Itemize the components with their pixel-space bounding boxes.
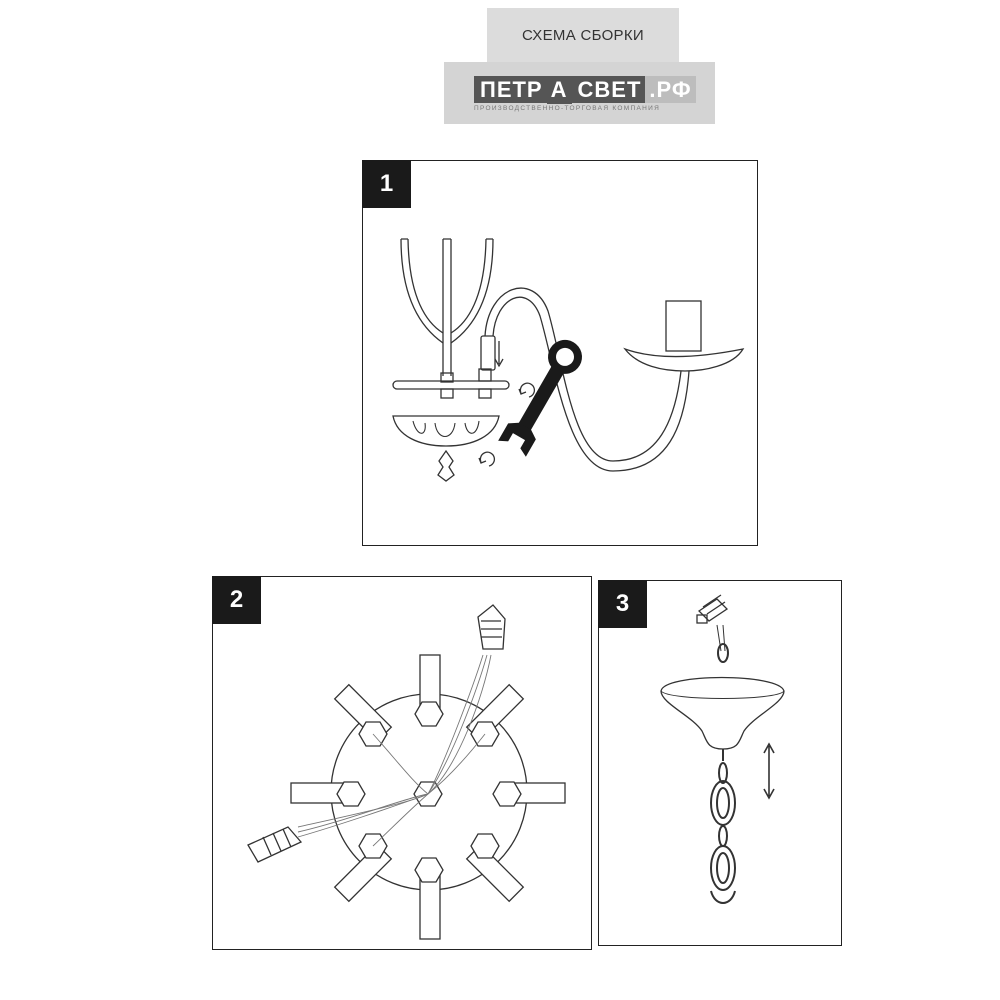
finial (437, 449, 455, 482)
assembly-scheme-title: СХЕМА СБОРКИ (487, 8, 679, 62)
step-3-illustration (660, 594, 785, 904)
center-stem (442, 238, 452, 376)
terminal-block-icon (696, 594, 729, 624)
down-arrow-icon (494, 341, 504, 368)
wrench-icon (498, 339, 582, 457)
brand-logo-part3: СВЕТ (571, 76, 646, 103)
wires (297, 654, 492, 847)
step-1-number: 1 (362, 160, 411, 208)
rotate-arrow-icon-2 (478, 451, 496, 467)
step-2-number: 2 (212, 576, 261, 624)
brand-logo-tagline: производственно-торговая компания (474, 105, 661, 112)
height-adjust-arrow-icon (763, 742, 775, 800)
chain (710, 749, 736, 904)
wire-connector-left (247, 826, 303, 863)
step-2-illustration (247, 604, 566, 940)
candle (665, 300, 702, 352)
ceiling-canopy (660, 676, 785, 750)
step-3-panel: 3 (598, 580, 842, 946)
step-1-illustration (392, 238, 745, 482)
assembly-scheme-title-text: СХЕМА СБОРКИ (522, 26, 644, 44)
step-3-number: 3 (598, 580, 647, 628)
brand-logo-part4: .РФ (645, 76, 696, 103)
s-curved-arm (484, 287, 682, 462)
step-2-panel: 2 (212, 576, 592, 950)
decorative-bowl (392, 415, 500, 447)
right-branch (450, 238, 494, 344)
brand-logo-part2: А (546, 76, 572, 104)
arm-spokes (290, 654, 566, 940)
candle-cup (623, 347, 745, 372)
step-1-panel: 1 (362, 160, 758, 546)
left-branch (400, 238, 444, 344)
rotate-arrow-icon-1 (518, 382, 536, 398)
brand-logo-part1: ПЕТР (474, 76, 547, 103)
wire-connector-top (477, 604, 506, 650)
